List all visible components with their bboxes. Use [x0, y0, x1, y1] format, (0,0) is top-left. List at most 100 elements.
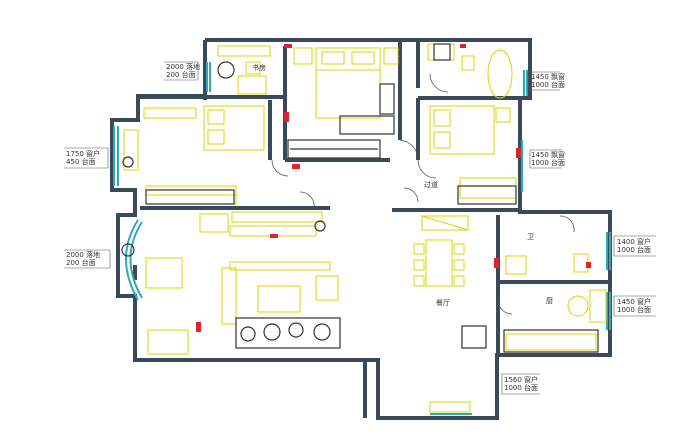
window-label-study: 2000 落地 200 台面: [166, 63, 201, 79]
wardrobe: [145, 189, 235, 205]
room-label-hall: 过道: [424, 181, 438, 189]
door-mark: [292, 164, 300, 169]
sofa: [221, 267, 237, 325]
corridor-cabinet: [231, 211, 323, 223]
callout-frame: [529, 149, 562, 169]
dining-table: [425, 239, 453, 287]
bed: [429, 105, 495, 155]
washer: [505, 255, 527, 275]
plant: [240, 326, 256, 342]
toilet: [461, 55, 475, 71]
desk: [217, 45, 271, 57]
chair: [245, 61, 261, 75]
bay-window: [125, 219, 139, 301]
door-swing: [497, 299, 513, 315]
plant: [288, 322, 304, 338]
bed: [315, 47, 381, 119]
window-label-bottom: 1560 窗户 1000 台面: [504, 376, 539, 392]
appliance: [433, 43, 451, 61]
kitchen-counter: [503, 329, 599, 353]
toilet: [573, 253, 589, 273]
pillow: [207, 109, 225, 125]
entry-cabinet: [421, 215, 469, 231]
bed: [203, 105, 265, 151]
bay-window: [129, 221, 143, 299]
desk: [143, 107, 197, 119]
window-label-bedroom-right: 1450 飘窗 1000 台面: [531, 151, 566, 167]
window-label-kitchen: 1450 窗户 1000 台面: [617, 298, 652, 314]
dining-chair: [453, 259, 465, 271]
wardrobe: [457, 185, 517, 205]
pillow: [207, 129, 225, 145]
nightstand: [123, 129, 139, 171]
window-label-bedroom-left: 1750 窗户 450 台面: [66, 150, 101, 166]
plant: [121, 243, 135, 257]
balcony-bench: [429, 401, 471, 413]
nightstand: [495, 107, 511, 123]
callout-frame: [64, 147, 109, 169]
plant: [313, 323, 331, 341]
door-swing: [299, 191, 315, 209]
walls: [110, 38, 612, 420]
door-mark: [284, 112, 289, 122]
counter: [589, 289, 607, 323]
dark-fixtures: [121, 43, 599, 353]
doors: [271, 73, 575, 315]
room-label-bath: 卫: [527, 233, 534, 241]
cabinet: [147, 329, 189, 355]
balcony-table: [145, 257, 183, 289]
shoe-cabinet: [199, 213, 229, 233]
dining-chair: [413, 243, 425, 255]
sofa-back: [229, 261, 331, 271]
door-mark: [516, 148, 521, 158]
door-swing: [429, 73, 449, 93]
callout-frame: [527, 71, 560, 91]
entry-cabinet-line: [421, 215, 469, 231]
door-mark: [494, 258, 499, 268]
door-swing: [559, 215, 575, 233]
pillow: [433, 131, 451, 149]
door-swing: [417, 159, 437, 179]
callout-frame: [64, 249, 111, 269]
callout-frame: [501, 373, 540, 395]
door-mark: [196, 322, 201, 332]
coffee-table: [257, 285, 301, 313]
door-mark: [284, 44, 292, 48]
sink: [567, 295, 589, 317]
dimension-callouts: [64, 61, 656, 395]
room-label-kitchen: 厨: [546, 297, 553, 305]
door-mark: [460, 44, 466, 48]
nightstand: [293, 47, 313, 65]
plant: [314, 220, 326, 232]
windows: [113, 62, 611, 415]
callout-frame: [613, 295, 656, 317]
furniture: [123, 43, 607, 413]
door-swing: [403, 187, 419, 203]
dining-chair: [453, 243, 465, 255]
outer-wall: [110, 38, 612, 420]
pillow: [433, 109, 451, 127]
stove: [505, 333, 597, 351]
balcony-plants: [235, 317, 341, 349]
nightstand: [383, 47, 399, 65]
closet: [459, 177, 517, 199]
door-swing: [271, 159, 289, 177]
door-mark: [270, 234, 278, 238]
dining-chair: [453, 275, 465, 287]
door-mark: [586, 262, 591, 268]
room-label-dining: 餐厅: [436, 299, 450, 307]
pillow: [351, 51, 375, 65]
dining-chair: [413, 259, 425, 271]
door-marks: [196, 44, 591, 332]
cabinet: [237, 75, 267, 95]
wardrobe: [287, 139, 381, 159]
water-heater: [461, 325, 487, 349]
door-swing: [399, 139, 419, 159]
cabinet: [379, 83, 395, 115]
bathtub: [487, 49, 513, 99]
pillow: [321, 51, 345, 65]
plant: [217, 61, 235, 79]
window-label-utility: 1400 窗户 1000 台面: [617, 238, 652, 254]
callout-frame: [613, 235, 656, 257]
